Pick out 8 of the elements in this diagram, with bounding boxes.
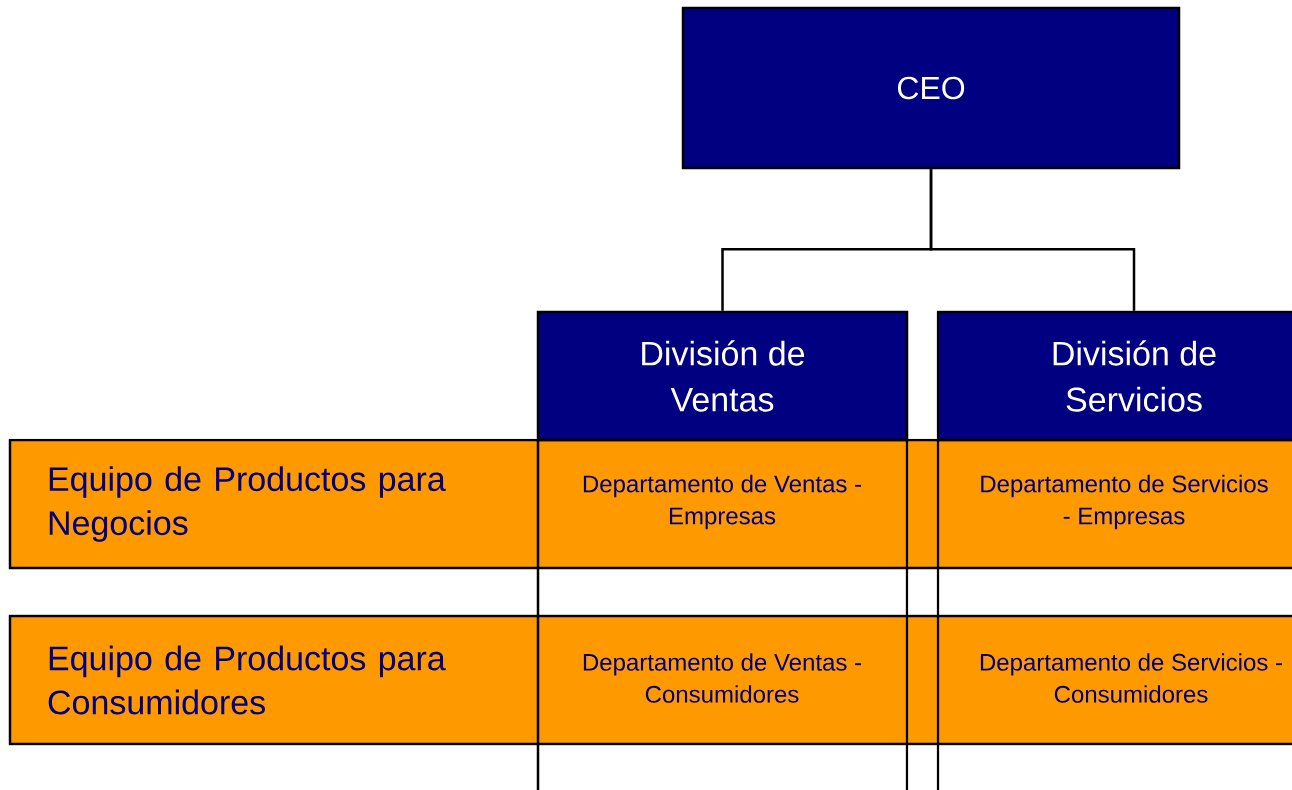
division-box: División de Servicios [936, 310, 1292, 442]
department-label: Departamento de Ventas - Consumidores [583, 653, 861, 703]
department-label: Departamento de Servicios - Consumidores [980, 653, 1282, 703]
connector [929, 169, 1136, 311]
department-label: Departamento de Ventas - Empresas [583, 474, 861, 530]
department-label: Departamento de Servicios - Empresas [981, 474, 1268, 530]
ceo-box: CEO [681, 6, 1181, 170]
division-box: División de Ventas [536, 310, 909, 442]
